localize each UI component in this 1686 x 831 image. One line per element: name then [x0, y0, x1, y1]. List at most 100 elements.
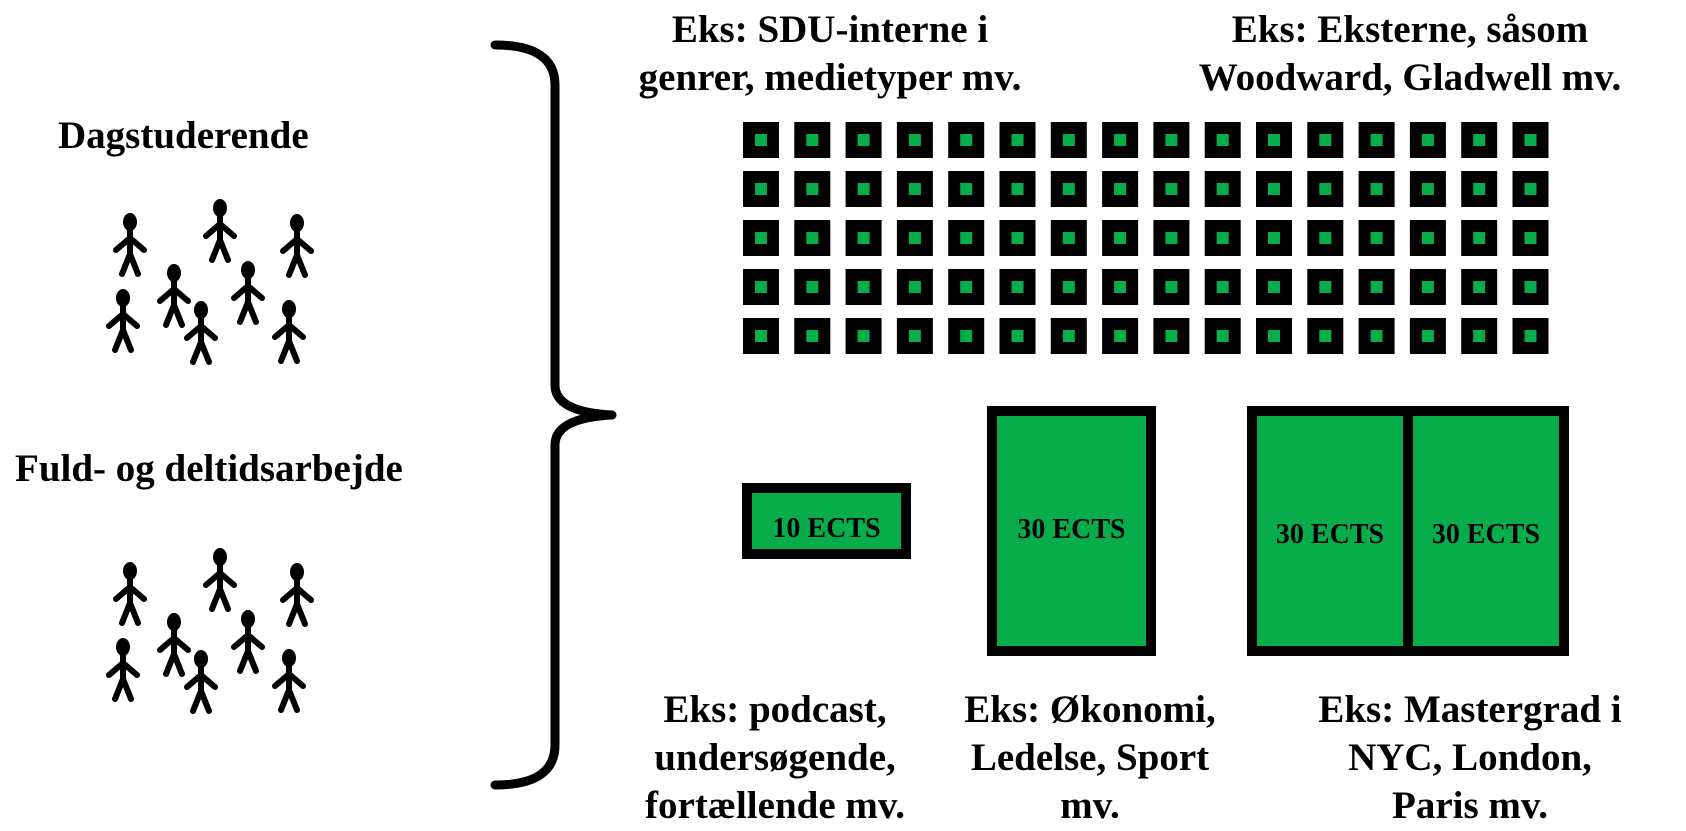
module-square-center [1114, 183, 1127, 195]
module-square-center [857, 330, 870, 342]
module-square-center [1268, 281, 1280, 293]
module-square-center [908, 232, 921, 244]
caption-line: Paris mv. [1392, 784, 1548, 827]
people-group-fuld-og-deltid [106, 548, 314, 714]
module-square-center [1062, 330, 1075, 342]
module-square-center [1473, 134, 1486, 146]
module-square-center [1011, 183, 1024, 195]
module-square-center [1062, 281, 1075, 293]
module-square-center [1268, 330, 1280, 342]
module-10-ects: 10 ECTS [742, 483, 911, 559]
module-square-center [806, 134, 819, 146]
module-square-center [960, 134, 973, 146]
group-label-fuld-og-deltid: Fuld- og deltidsarbejde [15, 447, 403, 490]
module-square-center [1114, 232, 1127, 244]
person-icon [280, 563, 314, 627]
person-icon [203, 548, 237, 612]
module-square-center [1524, 134, 1537, 146]
module-box-right [1403, 406, 1569, 656]
module-square-center [755, 134, 767, 146]
module-square-center [1370, 232, 1383, 244]
person-icon [106, 638, 140, 702]
module-square-center [1524, 183, 1537, 195]
module-square-center [908, 330, 921, 342]
module-square-center [755, 281, 767, 293]
module-square-center [1165, 232, 1178, 244]
module-square-center [1216, 281, 1229, 293]
person-icon [272, 300, 306, 364]
person-icon [157, 613, 191, 677]
module-30-ects-single: 30 ECTS [987, 406, 1156, 656]
module-square-center [1062, 232, 1075, 244]
module-square-center [806, 330, 819, 342]
module-square-center [857, 281, 870, 293]
person-icon [272, 649, 306, 713]
module-square-center [1421, 232, 1434, 244]
curly-brace-icon [490, 40, 617, 790]
caption-line: Eks: SDU-interne i [671, 8, 989, 51]
person-icon [113, 562, 147, 626]
person-icon [280, 214, 314, 278]
module-square-center [908, 183, 921, 195]
module-square-center [1165, 281, 1178, 293]
module-square-center [1370, 281, 1383, 293]
module-square-center [806, 232, 819, 244]
module-label-right: 30 ECTS [1432, 519, 1540, 550]
module-square-center [1114, 134, 1127, 146]
module-square-center [1216, 232, 1229, 244]
person-icon [231, 261, 265, 325]
caption-line: mv. [1060, 784, 1120, 827]
module-square-center [960, 330, 973, 342]
module-square-center [1011, 134, 1024, 146]
module-label: 10 ECTS [772, 513, 880, 544]
module-square-center [1473, 330, 1486, 342]
module-square-center [1473, 281, 1486, 293]
caption-line: genrer, medietyper mv. [638, 56, 1022, 99]
caption-eksterne: Eks: Eksterne, såsom Woodward, Gladwell … [1180, 6, 1640, 102]
module-square-center [1370, 134, 1383, 146]
caption-podcast: Eks: podcast, undersøgende, fortællende … [615, 686, 935, 830]
module-square-center [1216, 330, 1229, 342]
module-square-center [960, 232, 973, 244]
module-square-center [1216, 183, 1229, 195]
module-box [742, 483, 911, 559]
module-square-center [1319, 330, 1332, 342]
group-label-dagstuderende: Dagstuderende [58, 114, 309, 157]
module-square-center [1319, 281, 1332, 293]
module-square-center [1421, 281, 1434, 293]
module-square-center [1011, 232, 1024, 244]
module-square-center [1524, 330, 1537, 342]
caption-line: Eks: Eksterne, såsom [1231, 8, 1589, 51]
person-icon [231, 610, 265, 674]
person-icon [157, 264, 191, 328]
module-square-center [1319, 232, 1332, 244]
module-square-center [960, 281, 973, 293]
module-square-center [1319, 134, 1332, 146]
module-square-center [755, 232, 767, 244]
module-square-center [1268, 134, 1280, 146]
module-square-center [1421, 134, 1434, 146]
module-square-center [1216, 134, 1229, 146]
module-square-center [857, 232, 870, 244]
caption-okonomi: Eks: Økonomi, Ledelse, Sport mv. [940, 686, 1240, 830]
module-square-center [1524, 281, 1537, 293]
module-square-center [1268, 232, 1280, 244]
module-square-center [1062, 183, 1075, 195]
person-icon [203, 199, 237, 263]
caption-line: Ledelse, Sport [970, 736, 1210, 779]
caption-line: Eks: podcast, [663, 688, 887, 731]
module-square-center [1011, 281, 1024, 293]
module-square-center [857, 134, 870, 146]
module-square-center [1319, 183, 1332, 195]
person-icon [113, 213, 147, 277]
module-square-center [1473, 232, 1486, 244]
module-label: 30 ECTS [1017, 514, 1125, 545]
module-square-center [1165, 330, 1178, 342]
people-group-dagstuderende [106, 199, 314, 365]
module-square-center [755, 183, 767, 195]
caption-line: undersøgende, [654, 736, 896, 779]
module-square-center [1011, 330, 1024, 342]
module-square-center [1421, 183, 1434, 195]
caption-line: fortællende mv. [645, 784, 905, 827]
module-square-center [1370, 330, 1383, 342]
